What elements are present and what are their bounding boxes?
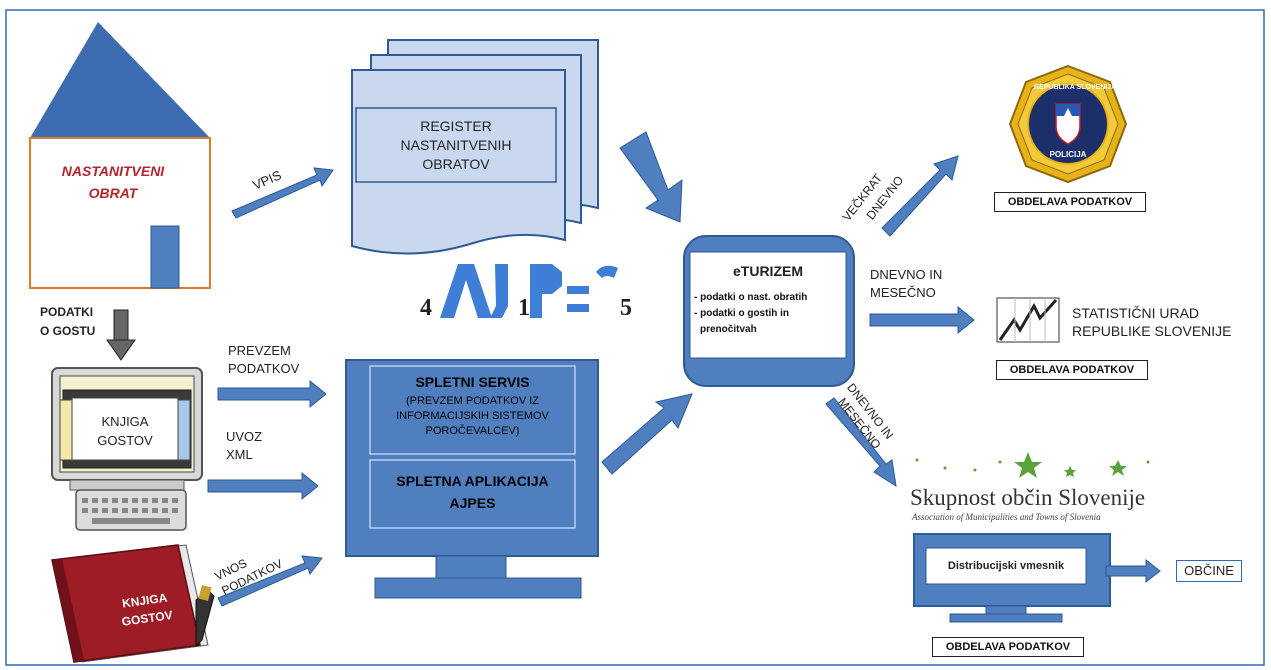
obcine-box: OBČINE xyxy=(1176,560,1242,582)
dnevno-mesecno-arrow xyxy=(869,305,975,335)
left-monitor-label: KNJIGA GOSTOV xyxy=(72,412,178,450)
obdelava-podatkov-police: OBDELAVA PODATKOV xyxy=(994,192,1146,212)
statistics-label: STATISTIČNI URAD REPUBLIKE SLOVENIJE xyxy=(1072,304,1232,340)
police-badge-icon xyxy=(1008,64,1128,184)
statistics-line2: REPUBLIKE SLOVENIJE xyxy=(1072,323,1232,339)
ajpes-monitor-icon xyxy=(345,359,599,599)
left-monitor-icon xyxy=(51,367,203,531)
ajpes-to-eturizem-arrow xyxy=(601,393,693,475)
prevzem-arrow xyxy=(217,379,327,409)
police-badge-top-text: REPUBLIKA SLOVENIJA xyxy=(1034,84,1117,91)
spletni-servis-desc: (PREVZEM PODATKOV IZ INFORMACIJSKIH SIST… xyxy=(370,394,575,439)
skupnost-stars-icon xyxy=(915,452,1150,478)
uvoz-label: UVOZ XML xyxy=(226,428,262,464)
podatki-o-gostu-line1: PODATKI xyxy=(40,305,94,319)
dnevno-mesecno-label: DNEVNO IN MESEČNO xyxy=(870,266,942,302)
pen-icon xyxy=(195,584,215,648)
skupnost-title: Skupnost občin Slovenije xyxy=(910,485,1146,510)
house-label-line1: NASTANITVENI xyxy=(61,163,165,179)
prevzem-line2: PODATKOV xyxy=(228,361,300,376)
left-monitor-line2: GOSTOV xyxy=(97,433,153,448)
police-badge-bottom-text: POLICIJA xyxy=(1049,150,1087,159)
spletni-servis-desc-line1: (PREVZEM PODATKOV IZ xyxy=(405,395,540,407)
prevzem-label: PREVZEM PODATKOV xyxy=(228,342,299,378)
uvoz-line2: XML xyxy=(226,447,253,462)
eturizem-item2: - podatki o gostih in xyxy=(694,308,789,319)
spletni-servis-desc-line3: POROČEVALCEV) xyxy=(425,425,520,437)
obcine-arrow xyxy=(1105,558,1161,584)
uvoz-line1: UVOZ xyxy=(226,429,263,444)
spletni-servis-desc-line2: INFORMACIJSKIH SISTEMOV xyxy=(396,410,549,422)
register-label: REGISTER NASTANITVENIH OBRATOV xyxy=(358,117,554,174)
podatki-o-gostu-label: PODATKI O GOSTU xyxy=(40,303,95,341)
vpis-arrow xyxy=(231,167,334,219)
register-line3: OBRATOV xyxy=(422,156,490,172)
logo-digit-5: 5 xyxy=(620,295,632,321)
veckrat-arrow xyxy=(881,155,959,237)
spletna-aplikacija-line2: AJPES xyxy=(449,495,496,511)
eturizem-item3: prenočitvah xyxy=(700,324,757,335)
register-line1: REGISTER xyxy=(420,118,492,134)
podatki-down-arrow xyxy=(106,309,136,361)
statistics-line1: STATISTIČNI URAD xyxy=(1072,305,1200,321)
uvoz-arrow xyxy=(207,471,319,501)
house-label-line2: OBRAT xyxy=(88,185,138,201)
distributor-monitor-icon xyxy=(913,533,1111,623)
obdelava-podatkov-stat: OBDELAVA PODATKOV xyxy=(996,360,1148,380)
logo-digit-1: 1 xyxy=(518,295,530,321)
eturizem-items: - podatki o nast. obratih - podatki o go… xyxy=(694,290,807,338)
spletna-aplikacija-title: SPLETNA APLIKACIJA AJPES xyxy=(370,470,575,514)
vnos-arrow xyxy=(217,555,323,607)
register-to-eturizem-arrow xyxy=(619,131,683,223)
skupnost-arrow xyxy=(825,397,897,488)
ajpes-logo xyxy=(440,264,618,318)
register-document-stack-icon xyxy=(351,39,599,255)
dnevno-mesecno-line2: MESEČNO xyxy=(870,285,936,300)
eturizem-box xyxy=(683,235,855,387)
guest-book-icon xyxy=(51,544,215,663)
house-label: NASTANITVENI OBRAT xyxy=(48,160,178,204)
dnevno-mesecno-line1: DNEVNO IN xyxy=(870,267,943,282)
statistics-logo-icon xyxy=(996,297,1060,343)
prevzem-line1: PREVZEM xyxy=(228,343,291,358)
house-icon xyxy=(29,22,211,289)
logo-digit-4: 4 xyxy=(420,295,432,321)
spletna-aplikacija-line1: SPLETNA APLIKACIJA xyxy=(396,473,549,489)
skupnost-subtitle: Association of Municipalities and Towns … xyxy=(912,512,1101,522)
eturizem-title: eTURIZEM xyxy=(733,263,803,279)
obdelava-podatkov-obcine: OBDELAVA PODATKOV xyxy=(932,637,1084,657)
podatki-o-gostu-line2: O GOSTU xyxy=(40,324,96,338)
distributor-label: Distribucijski vmesnik xyxy=(947,560,1065,572)
left-monitor-line1: KNJIGA xyxy=(101,414,149,429)
eturizem-item1: - podatki o nast. obratih xyxy=(694,292,808,303)
register-line2: NASTANITVENIH xyxy=(400,137,512,153)
spletni-servis-title: SPLETNI SERVIS xyxy=(415,374,530,390)
